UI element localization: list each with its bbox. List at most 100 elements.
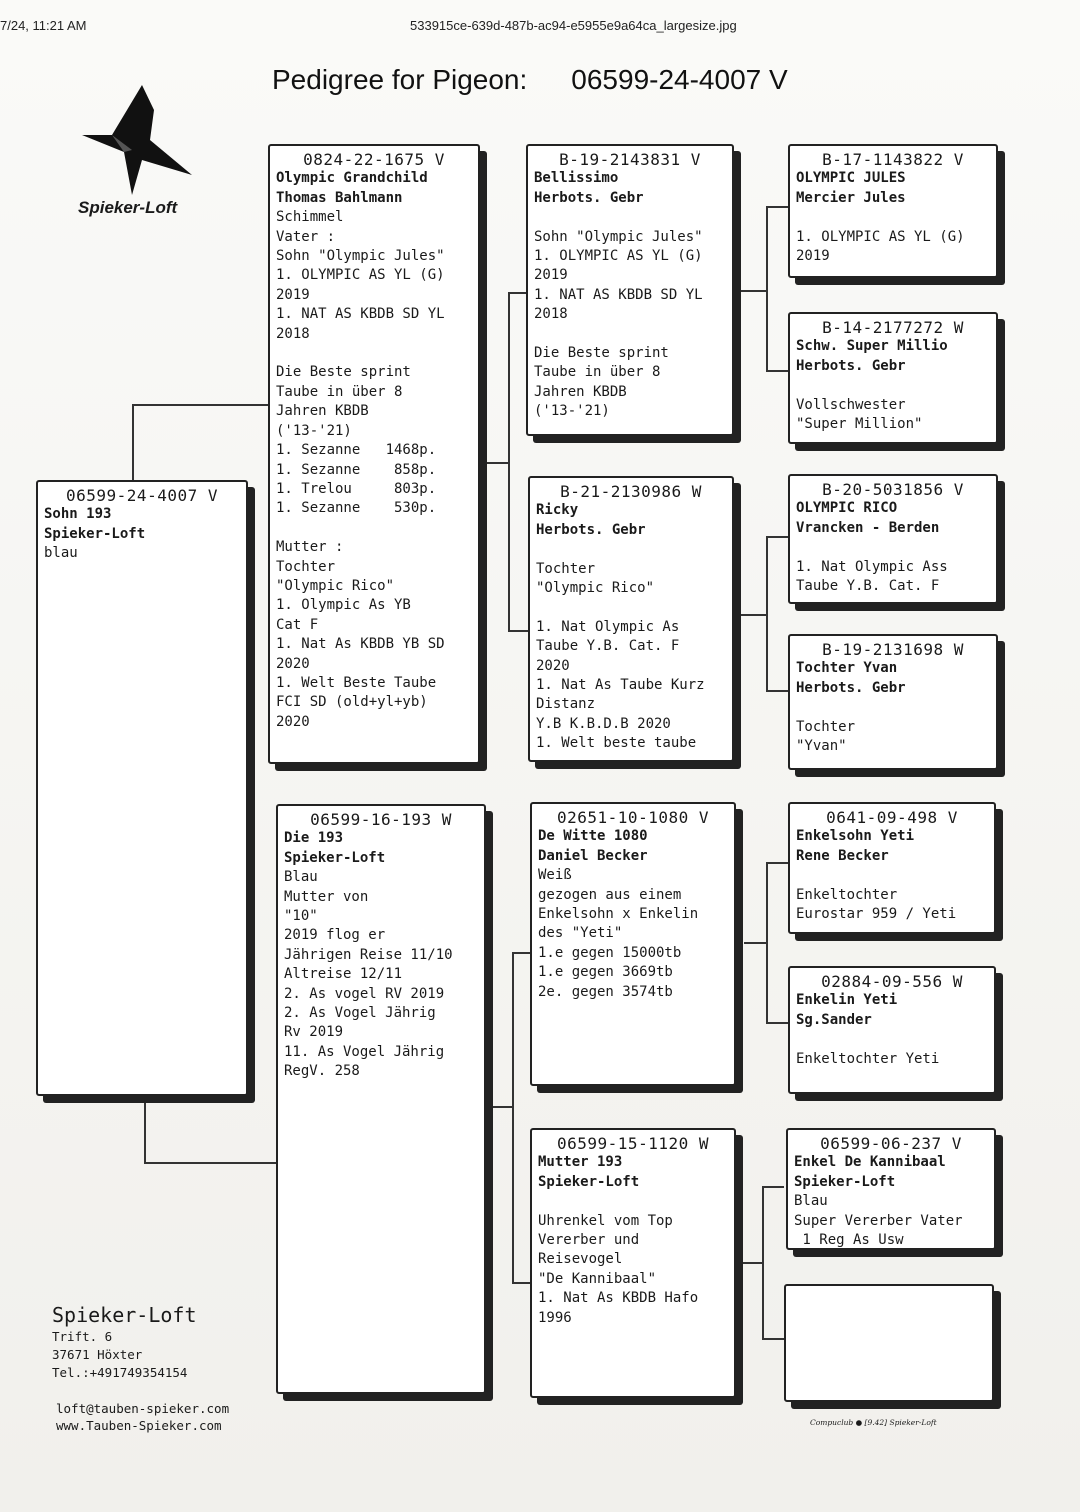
detail-line: RegV. 258 [284, 1063, 360, 1080]
pigeon-owner: Herbots. Gebr [796, 357, 906, 374]
connector-line [740, 290, 766, 292]
ring-number: 02884-09-556 W [821, 972, 963, 991]
address-street: Trift. 6 [52, 1329, 113, 1344]
connector-line [742, 1262, 762, 1264]
subject-card[interactable]: 06599-24-4007 V Sohn 193 Spieker-Loft bl… [36, 480, 248, 1096]
sire-sire-sire-card[interactable]: B-17-1143822 V OLYMPIC JULES Mercier Jul… [788, 144, 998, 278]
ring-number: 06599-24-4007 V [66, 486, 218, 505]
sire-dam-sire-card[interactable]: B-20-5031856 V OLYMPIC RICO Vrancken - B… [788, 474, 998, 604]
detail-line: Die Beste sprint [534, 345, 669, 362]
dam-sire-sire-card[interactable]: 0641-09-498 V Enkelsohn Yeti Rene Becker… [788, 802, 996, 934]
pigeon-name: OLYMPIC JULES [796, 170, 906, 187]
ring-number: 06599-06-237 V [820, 1134, 962, 1153]
dam-dam-sire-card[interactable]: 06599-06-237 V Enkel De Kannibaal Spieke… [786, 1128, 996, 1250]
detail-line: Vollschwester [796, 396, 906, 413]
detail-lines: Vollschwester"Super Million" [796, 376, 990, 434]
detail-line: Die Beste sprint [276, 364, 411, 381]
detail-line: 1. Welt beste taube [536, 735, 697, 752]
detail-line: Rv 2019 [284, 1024, 344, 1041]
connector-line [766, 862, 788, 864]
connector-line [144, 1102, 146, 1164]
ring-number: 06599-15-1120 W [557, 1134, 709, 1153]
detail-line: Taube Y.B. Cat. F [796, 578, 940, 595]
detail-line [796, 208, 990, 227]
detail-line: Reisevogel [538, 1251, 623, 1268]
detail-line: FCI SD (old+yl+yb) [276, 694, 428, 711]
detail-line: 1. Nat As KBDB Hafo [538, 1290, 699, 1307]
detail-line: Taube in über 8 [276, 383, 403, 400]
detail-line: "De Kannibaal" [538, 1270, 657, 1287]
sire-card[interactable]: 0824-22-1675 V Olympic Grandchild Thomas… [268, 144, 480, 764]
detail-line: 1. OLYMPIC AS YL (G) [534, 248, 703, 265]
detail-line: 1. OLYMPIC AS YL (G) [276, 267, 445, 284]
detail-line: 11. As Vogel Jährig [284, 1043, 445, 1060]
detail-line: 1.e gegen 15000tb [538, 944, 682, 961]
detail-line [536, 598, 726, 617]
connector-line [508, 292, 510, 630]
website-link[interactable]: www.Tauben-Spieker.com [56, 1418, 222, 1433]
detail-line: 1.e gegen 3669tb [538, 964, 673, 981]
sire-dam-dam-card[interactable]: B-19-2131698 W Tochter Yvan Herbots. Geb… [788, 634, 998, 770]
dam-dam-dam-card[interactable] [784, 1284, 994, 1402]
detail-line: 2020 [276, 655, 310, 672]
detail-line: 2019 [276, 286, 310, 303]
detail-line: Tochter [276, 558, 336, 575]
connector-line [766, 370, 788, 372]
detail-lines: Enkeltochter Yeti [796, 1030, 988, 1069]
detail-line: blau [44, 545, 78, 562]
sire-dam-card[interactable]: B-21-2130986 W Ricky Herbots. Gebr Tocht… [528, 476, 734, 762]
detail-line: Sohn "Olympic Jules" [534, 228, 703, 245]
detail-line [534, 208, 726, 227]
detail-line: Vererber und [538, 1232, 640, 1249]
detail-line: Jahren KBDB [534, 383, 627, 400]
detail-line: Blau [794, 1193, 828, 1210]
dam-dam-card[interactable]: 06599-15-1120 W Mutter 193 Spieker-Loft … [530, 1128, 736, 1398]
detail-line: Jahren KBDB [276, 403, 369, 420]
detail-line [796, 538, 990, 557]
detail-line: "Olympic Rico" [536, 580, 655, 597]
detail-line [276, 344, 472, 363]
detail-line [538, 1192, 728, 1211]
print-filename: 533915ce-639d-487b-ac94-e5955e9a64ca_lar… [410, 18, 737, 33]
detail-line: 2. As vogel RV 2019 [284, 985, 445, 1002]
pigeon-name: Bellissimo [534, 170, 619, 187]
detail-line: des "Yeti" [538, 925, 623, 942]
detail-line: Weiß [538, 867, 572, 884]
detail-line: "Olympic Rico" [276, 577, 395, 594]
connector-line [508, 630, 528, 632]
detail-line [796, 1030, 988, 1049]
ring-number: B-20-5031856 V [822, 480, 964, 499]
detail-line: gezogen aus einem [538, 886, 682, 903]
detail-line: Mutter : [276, 539, 344, 556]
loft-address: Spieker-Loft Trift. 6 37671 Höxter Tel.:… [52, 1302, 197, 1382]
detail-line: Cat F [276, 616, 319, 633]
detail-line: 1. Olympic As YB [276, 597, 411, 614]
detail-line: Mutter von [284, 888, 369, 905]
ring-number: 06599-16-193 W [310, 810, 452, 829]
detail-line: Vater : [276, 228, 336, 245]
connector-line [486, 462, 508, 464]
dam-card[interactable]: 06599-16-193 W Die 193 Spieker-Loft Blau… [276, 804, 486, 1394]
dam-sire-card[interactable]: 02651-10-1080 V De Witte 1080 Daniel Bec… [530, 802, 736, 1086]
pigeon-name: Enkelin Yeti [796, 992, 898, 1009]
detail-line: 2018 [534, 306, 568, 323]
sire-sire-card[interactable]: B-19-2143831 V Bellissimo Herbots. Gebr … [526, 144, 734, 436]
connector-line [762, 1186, 764, 1338]
detail-line [796, 866, 988, 885]
pigeon-owner: Herbots. Gebr [796, 679, 906, 696]
detail-line: Sohn "Olympic Jules" [276, 248, 445, 265]
detail-lines: Tochter"Yvan" [796, 698, 990, 756]
email-link[interactable]: loft@tauben-spieker.com [56, 1401, 230, 1416]
dam-sire-dam-card[interactable]: 02884-09-556 W Enkelin Yeti Sg.Sander En… [788, 966, 996, 1094]
detail-line: Distanz [536, 696, 596, 713]
detail-line [276, 519, 472, 538]
sire-sire-dam-card[interactable]: B-14-2177272 W Schw. Super Millio Herbot… [788, 312, 998, 444]
ring-number: B-21-2130986 W [560, 482, 702, 501]
